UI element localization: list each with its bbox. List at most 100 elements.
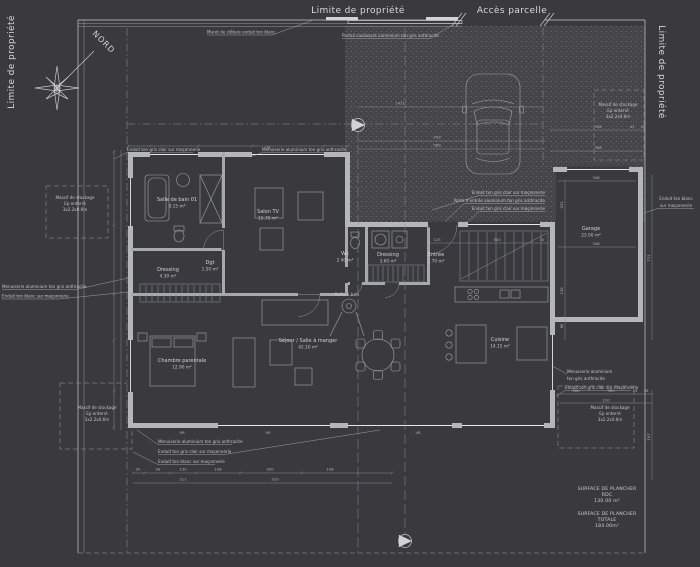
svg-text:RDC: RDC <box>602 492 613 498</box>
svg-text:1411: 1411 <box>395 101 405 106</box>
label-limite-left: Limite de propriété <box>6 15 17 109</box>
svg-text:VR: VR <box>415 430 421 435</box>
dim-chain-left <box>112 150 122 430</box>
room-entree: Entrée <box>428 251 444 258</box>
svg-text:3x2.2x0.6m: 3x2.2x0.6m <box>63 207 87 212</box>
svg-text:130.00 m²: 130.00 m² <box>594 498 620 504</box>
callout-enduit-tl: Enduit ton gris clair sur maçonnerie <box>127 147 201 152</box>
svg-text:86: 86 <box>559 323 564 328</box>
laundry-closet <box>367 264 425 283</box>
massif-zone-bottom-right <box>557 385 635 449</box>
callout-menuiserie-top: Menuiserie aluminium ton gris anthracite <box>262 147 347 152</box>
callout-muret: Muret de clôture enduit ton blanc <box>207 30 276 35</box>
callout-enduit-br: Enduit ton gris clair sur maçonnerie <box>565 385 639 390</box>
north-arrow <box>34 50 95 111</box>
sofa-salon <box>297 191 324 221</box>
room-dressing2: Dressing <box>377 252 399 258</box>
massif-note-left: Massif de stockage Ep enterré 3x2.2x0.6m <box>55 195 95 212</box>
svg-text:23.00 m²: 23.00 m² <box>581 233 601 239</box>
room-salon-tv: Salon TV <box>257 209 279 215</box>
sink <box>176 173 190 187</box>
callout-annotations: Muret de clôture enduit ton blanc Portai… <box>2 20 694 465</box>
wc-toilet <box>350 231 360 238</box>
svg-text:300: 300 <box>493 237 501 242</box>
svg-text:Massif de stockage: Massif de stockage <box>77 405 117 410</box>
label-limite-top: Limite de propriété <box>311 5 405 16</box>
svg-text:30: 30 <box>540 237 545 242</box>
dining-table <box>361 338 395 372</box>
callout-portail: Portail coulissant aluminium ton gris an… <box>342 33 439 38</box>
svg-text:20: 20 <box>136 467 141 472</box>
kitchen-counter <box>454 286 549 303</box>
room-labels: Salle de bain 01 9.15 m² Salon TV 15.70 … <box>157 197 601 371</box>
callout-menuiserie-br: Menuiserie aluminium <box>567 369 612 374</box>
svg-text:Massif de stockage: Massif de stockage <box>590 405 630 410</box>
svg-text:569: 569 <box>433 143 441 148</box>
svg-text:348: 348 <box>592 241 600 246</box>
kitchen-island <box>455 324 487 364</box>
svg-text:3x2.2x0.6m: 3x2.2x0.6m <box>85 417 109 422</box>
svg-text:99: 99 <box>156 467 161 472</box>
svg-text:348: 348 <box>592 175 600 180</box>
svg-text:Ep enterré: Ep enterré <box>599 411 621 416</box>
sofa-sejour <box>261 299 329 326</box>
svg-text:SURFACE DE PLANCHER: SURFACE DE PLANCHER <box>578 511 637 517</box>
tv-console <box>232 337 256 388</box>
room-cuisine: Cuisine <box>491 337 509 343</box>
label-acces-parcelle: Accès parcelle <box>477 5 547 16</box>
fence-segment <box>326 17 358 21</box>
room-dgt: Dgt <box>206 260 215 266</box>
svg-text:130: 130 <box>179 467 187 472</box>
side-table <box>294 367 313 386</box>
windows <box>127 151 556 429</box>
entry-door <box>427 224 458 255</box>
svg-text:Ep enterré: Ep enterré <box>86 411 108 416</box>
svg-text:1.50 m²: 1.50 m² <box>202 267 219 273</box>
room-sejour: Séjour / Salle à manger <box>279 337 338 344</box>
svg-text:2.70 m²: 2.70 m² <box>428 259 445 265</box>
svg-text:793: 793 <box>433 135 441 140</box>
svg-text:300: 300 <box>266 467 274 472</box>
massif-zone-left <box>45 185 109 239</box>
svg-text:108: 108 <box>214 467 222 472</box>
gate-chevrons <box>451 12 555 27</box>
svg-text:184.00m²: 184.00m² <box>595 523 619 529</box>
bed <box>149 335 196 387</box>
callout-menuiserie-left: Menuiserie aluminium ton gris anthracite <box>2 284 87 289</box>
room-wc: Wc <box>341 251 349 257</box>
label-poele: Poêle à bois <box>335 292 360 297</box>
svg-text:15.70 m²: 15.70 m² <box>258 216 278 222</box>
svg-text:398: 398 <box>594 145 602 150</box>
bathtub <box>144 174 170 222</box>
svg-text:VR: VR <box>265 145 271 150</box>
coffee-table <box>259 227 284 251</box>
callout-enduit-entry1: Enduit ton gris clair sur maçonnerie <box>472 190 546 195</box>
kitchen-cabinet <box>516 326 548 361</box>
svg-text:398: 398 <box>594 124 602 129</box>
shower <box>199 174 223 224</box>
vr-labels: VR VR VR VR <box>179 145 421 435</box>
section-marker-top <box>351 118 365 132</box>
room-dressing: Dressing <box>157 267 179 273</box>
svg-text:VR: VR <box>179 430 185 435</box>
entry-stairs <box>459 230 549 282</box>
garage-interior <box>556 171 640 318</box>
svg-text:14.15 m²: 14.15 m² <box>490 344 510 350</box>
armchair <box>269 339 293 366</box>
house <box>127 151 643 429</box>
svg-text:Massif de stockage: Massif de stockage <box>598 102 638 107</box>
svg-text:ton gris anthracite: ton gris anthracite <box>567 376 605 381</box>
section-marker-bottom <box>398 534 412 548</box>
massif-note-bottom-right: Massif de stockage Ep enterré 3x2.2x0.6m <box>590 405 630 422</box>
dim-ticks-bottom <box>131 471 394 475</box>
svg-text:TOTALE: TOTALE <box>597 517 617 523</box>
laundry-sink <box>391 230 408 249</box>
furniture <box>137 173 549 388</box>
massif-zone-top-right <box>593 89 645 161</box>
svg-text:42.10 m²: 42.10 m² <box>298 345 318 351</box>
svg-text:VR: VR <box>265 430 271 435</box>
dimensions: 1411 793 569 125 300 30 348 348 331 138 … <box>112 101 653 484</box>
svg-text:Massif de stockage: Massif de stockage <box>55 195 95 200</box>
